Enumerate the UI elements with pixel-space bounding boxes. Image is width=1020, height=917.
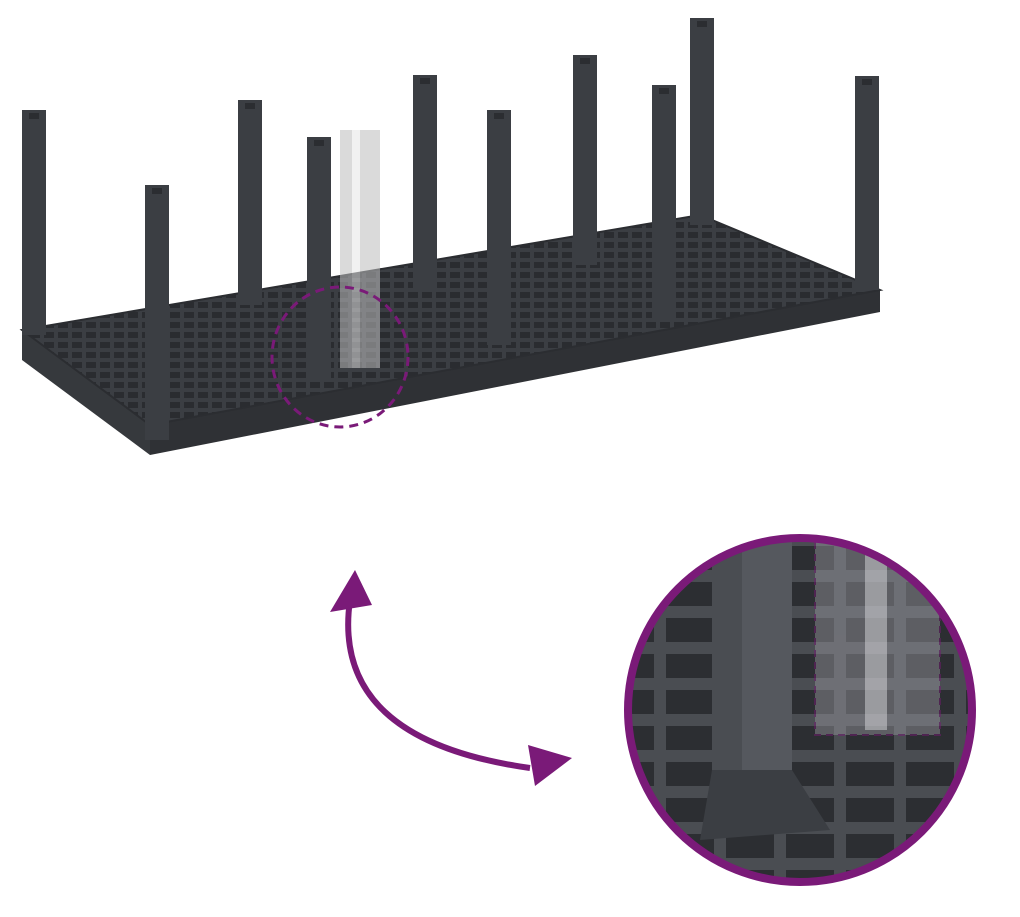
post-hole [420, 78, 430, 84]
post-hole [494, 113, 504, 119]
detail-marker-circle [270, 285, 410, 429]
tray-front-face [150, 290, 880, 455]
post [487, 110, 511, 345]
post-hole [580, 58, 590, 64]
post [652, 85, 676, 320]
post-hole [29, 113, 39, 119]
post-hole [314, 140, 324, 146]
post [145, 185, 169, 440]
post-hole [152, 188, 162, 194]
post-hole [697, 21, 707, 27]
post [690, 18, 714, 225]
curved-double-arrow-icon [330, 570, 572, 786]
posts [22, 18, 879, 440]
post [573, 55, 597, 265]
post-hole [245, 103, 255, 109]
post [22, 110, 46, 335]
post [238, 100, 262, 305]
post-hole [862, 79, 872, 85]
post [413, 75, 437, 290]
magnified-detail-view [624, 534, 976, 886]
ghost-post [340, 130, 380, 368]
post-hole [659, 88, 669, 94]
tray-left-face [22, 330, 150, 455]
post [855, 76, 879, 290]
post [307, 137, 331, 380]
